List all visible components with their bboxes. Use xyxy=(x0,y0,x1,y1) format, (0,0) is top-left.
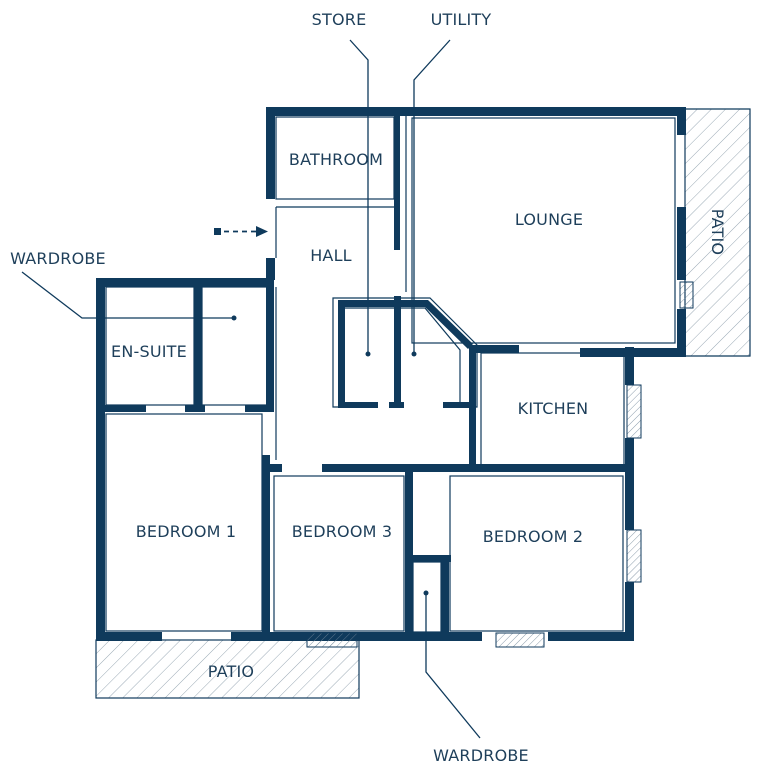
label-lounge: LOUNGE xyxy=(515,210,583,229)
label-utility: UTILITY xyxy=(431,10,492,29)
label-bedroom1: BEDROOM 1 xyxy=(136,522,237,541)
dashed-arrow-right-icon xyxy=(214,226,268,237)
label-kitchen: KITCHEN xyxy=(518,399,589,418)
label-patio-bottom: PATIO xyxy=(208,662,254,681)
label-wardrobe-top: WARDROBE xyxy=(10,249,106,268)
label-bathroom: BATHROOM xyxy=(289,150,383,169)
label-patio-right: PATIO xyxy=(708,209,727,255)
label-bedroom3: BEDROOM 3 xyxy=(292,522,393,541)
label-bedroom2: BEDROOM 2 xyxy=(483,527,584,546)
label-hall: HALL xyxy=(310,246,352,265)
label-wardrobe-bottom: WARDROBE xyxy=(433,746,529,765)
leader-lines xyxy=(21,39,481,739)
label-store: STORE xyxy=(312,10,367,29)
label-en-suite: EN-SUITE xyxy=(111,342,187,361)
room-labels: STORE UTILITY BATHROOM LOUNGE HALL WARDR… xyxy=(10,10,727,765)
patio-bottom xyxy=(95,639,360,699)
windows xyxy=(306,281,694,648)
outer-walls xyxy=(96,107,686,641)
interior-walls xyxy=(96,107,676,640)
